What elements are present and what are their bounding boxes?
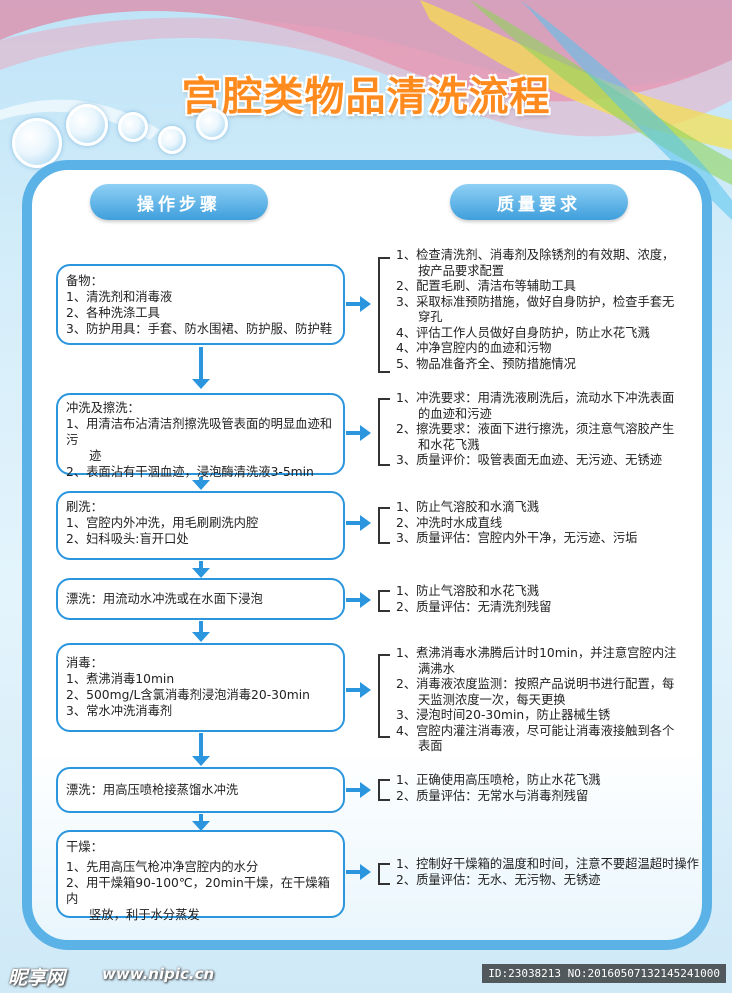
step-line: 冲洗及擦洗： xyxy=(66,401,140,415)
step-line: 刷洗： xyxy=(66,500,103,514)
step-line: 1、宫腔内外冲洗，用毛刷刷洗内腔 xyxy=(66,516,259,530)
step-line: 1、先用高压气枪冲净宫腔内的水分 xyxy=(66,860,259,874)
arrow-down-icon xyxy=(192,814,210,831)
arrow-right-icon xyxy=(346,782,372,798)
bracket xyxy=(378,398,390,466)
requirement-line: 2、配置毛刷、清洁布等辅助工具 xyxy=(396,279,576,293)
requirement-block-6: 1、正确使用高压喷枪，防止水花飞溅 2、质量评估：无常水与消毒剂残留 xyxy=(396,773,708,804)
arrow-right-icon xyxy=(346,682,372,698)
step-box-3: 刷洗： 1、宫腔内外冲洗，用毛刷刷洗内腔 2、妇科吸头:盲开口处 xyxy=(56,491,345,560)
requirement-line: 满沸水 xyxy=(418,661,455,676)
requirement-line: 5、物品准备齐全、预防措施情况 xyxy=(396,356,576,371)
bubble-decoration xyxy=(158,126,186,154)
arrow-right-icon xyxy=(346,296,372,312)
arrow-right-icon xyxy=(346,425,372,441)
step-line: 3、常水冲洗消毒剂 xyxy=(66,704,173,718)
arrow-right-icon xyxy=(346,592,372,608)
arrow-down-icon xyxy=(192,733,210,766)
requirement-block-4: 1、防止气溶胶和水花飞溅 2、质量评估：无清洗剂残留 xyxy=(396,584,708,615)
step-line: 1、煮沸消毒10min xyxy=(66,672,175,686)
requirement-block-7: 1、控制好干燥箱的温度和时间，注意不要超温超时操作 2、质量评估：无水、无污物、… xyxy=(396,857,708,888)
watermark-logo: 昵享网 xyxy=(8,967,66,989)
requirement-line: 1、检查清洗剂、消毒剂及除锈剂的有效期、浓度， xyxy=(396,248,675,262)
step-box-7: 干燥： 1、先用高压气枪冲净宫腔内的水分 2、用干燥箱90-100℃，20min… xyxy=(56,830,345,922)
bracket xyxy=(378,654,390,738)
arrow-down-icon xyxy=(192,561,210,578)
requirement-block-5: 1、煮沸消毒水沸腾后计时10min，并注意宫腔内注 满沸水 2、消毒液浓度监测：… xyxy=(396,646,708,755)
step-box-2: 冲洗及擦洗： 1、用清洁布沾清洁剂擦洗吸管表面的明显血迹和污 迹 2、表面沾有干… xyxy=(56,393,345,479)
requirement-line: 2、质量评估：无水、无污物、无锈迹 xyxy=(396,872,601,887)
requirement-line: 2、擦洗要求：液面下进行擦洗，须注意气溶胶产生 xyxy=(396,422,675,436)
bubble-decoration xyxy=(118,112,148,142)
requirement-line: 和水花飞溅 xyxy=(418,437,480,452)
requirement-line: 4、评估工作人员做好自身防护，防止水花飞溅 xyxy=(396,325,650,340)
requirement-block-3: 1、防止气溶胶和水滴飞溅 2、冲洗时水成直线 3、质量评估：宫腔内外干净，无污迹… xyxy=(396,500,708,547)
step-line: 漂洗：用流动水冲洗或在水面下浸泡 xyxy=(66,592,263,606)
bracket xyxy=(378,779,390,801)
requirement-line: 表面 xyxy=(418,739,443,753)
requirement-line: 天监测浓度一次，每天更换 xyxy=(418,692,566,707)
step-line: 1、用清洁布沾清洁剂擦洗吸管表面的明显血迹和污 xyxy=(66,417,333,447)
arrow-down-icon xyxy=(192,621,210,642)
requirement-line: 4、宫腔内灌注消毒液，尽可能让消毒液接触到各个 xyxy=(396,723,675,738)
step-box-6: 漂洗：用高压喷枪接蒸馏水冲洗 xyxy=(56,767,345,813)
image-id-label: ID:23038213 NO:20160507132145241000 xyxy=(482,964,726,983)
requirement-line: 3、采取标准预防措施，做好自身防护，检查手套无 xyxy=(396,294,675,309)
arrow-down-icon xyxy=(192,477,210,490)
bracket xyxy=(378,590,390,612)
step-line: 迹 xyxy=(89,449,102,463)
requirement-line: 1、煮沸消毒水沸腾后计时10min，并注意宫腔内注 xyxy=(396,646,677,660)
bubble-decoration xyxy=(196,108,228,140)
requirement-line: 2、质量评估：无清洗剂残留 xyxy=(396,599,552,614)
step-line: 干燥： xyxy=(66,840,103,854)
step-line: 3、防护用具：手套、防水围裙、防护服、防护鞋 xyxy=(66,322,333,336)
step-line: 2、各种洗涤工具 xyxy=(66,306,160,320)
requirement-line: 1、防止气溶胶和水滴飞溅 xyxy=(396,500,540,514)
requirement-block-2: 1、冲洗要求：用清洗液刷洗后，流动水下冲洗表面 的血迹和污迹 2、擦洗要求：液面… xyxy=(396,391,708,469)
watermark-url: www.nipic.cn xyxy=(102,965,215,983)
requirement-line: 3、质量评价：吸管表面无血迹、无污迹、无锈迹 xyxy=(396,453,663,467)
step-line: 2、用干燥箱90-100℃，20min干燥，在干燥箱内 xyxy=(66,876,330,906)
arrow-right-icon xyxy=(346,515,372,531)
step-box-5: 消毒： 1、煮沸消毒10min 2、500mg/L含氯消毒剂浸泡消毒20-30m… xyxy=(56,643,345,732)
bracket xyxy=(378,507,390,544)
step-line: 1、清洗剂和消毒液 xyxy=(66,290,173,304)
step-line: 竖放，利于水分蒸发 xyxy=(89,908,200,922)
requirement-block-1: 1、检查清洗剂、消毒剂及除锈剂的有效期、浓度， 按产品要求配置 2、配置毛刷、清… xyxy=(396,248,708,372)
requirement-line: 3、质量评估：宫腔内外干净，无污迹、污垢 xyxy=(396,531,638,545)
step-line: 2、妇科吸头:盲开口处 xyxy=(66,532,189,546)
step-line: 2、表面沾有干涸血迹，浸泡酶清洗液3-5min xyxy=(66,465,314,479)
arrow-down-icon xyxy=(192,347,210,391)
step-line: 漂洗：用高压喷枪接蒸馏水冲洗 xyxy=(66,783,239,797)
requirement-line: 穿孔 xyxy=(418,310,443,324)
step-line: 消毒： xyxy=(66,656,103,670)
requirement-line: 1、正确使用高压喷枪，防止水花飞溅 xyxy=(396,773,601,787)
requirement-line: 2、质量评估：无常水与消毒剂残留 xyxy=(396,788,589,803)
header-steps: 操作步骤 xyxy=(90,184,268,220)
arrow-right-icon xyxy=(346,864,372,880)
step-box-1: 备物： 1、清洗剂和消毒液 2、各种洗涤工具 3、防护用具：手套、防水围裙、防护… xyxy=(56,264,345,345)
requirement-line: 3、浸泡时间20-30min，防止器械生锈 xyxy=(396,708,611,722)
step-box-4: 漂洗：用流动水冲洗或在水面下浸泡 xyxy=(56,578,345,620)
requirement-line: 2、冲洗时水成直线 xyxy=(396,515,503,530)
step-line: 备物： xyxy=(66,274,103,288)
bracket xyxy=(378,863,390,885)
requirement-line: 按产品要求配置 xyxy=(418,263,505,278)
page-title: 宫腔类物品清洗流程 xyxy=(181,74,551,120)
requirement-line: 4、冲净宫腔内的血迹和污物 xyxy=(396,341,552,355)
bubble-decoration xyxy=(66,104,108,146)
header-requirements: 质量要求 xyxy=(450,184,628,220)
requirement-line: 2、消毒液浓度监测：按照产品说明书进行配置，每 xyxy=(396,677,675,691)
step-line: 2、500mg/L含氯消毒剂浸泡消毒20-30min xyxy=(66,688,310,702)
requirement-line: 1、防止气溶胶和水花飞溅 xyxy=(396,584,540,598)
bubble-decoration xyxy=(12,118,62,168)
bracket xyxy=(378,257,390,373)
requirement-line: 的血迹和污迹 xyxy=(418,406,492,421)
requirement-line: 1、冲洗要求：用清洗液刷洗后，流动水下冲洗表面 xyxy=(396,391,675,405)
requirement-line: 1、控制好干燥箱的温度和时间，注意不要超温超时操作 xyxy=(396,857,699,871)
